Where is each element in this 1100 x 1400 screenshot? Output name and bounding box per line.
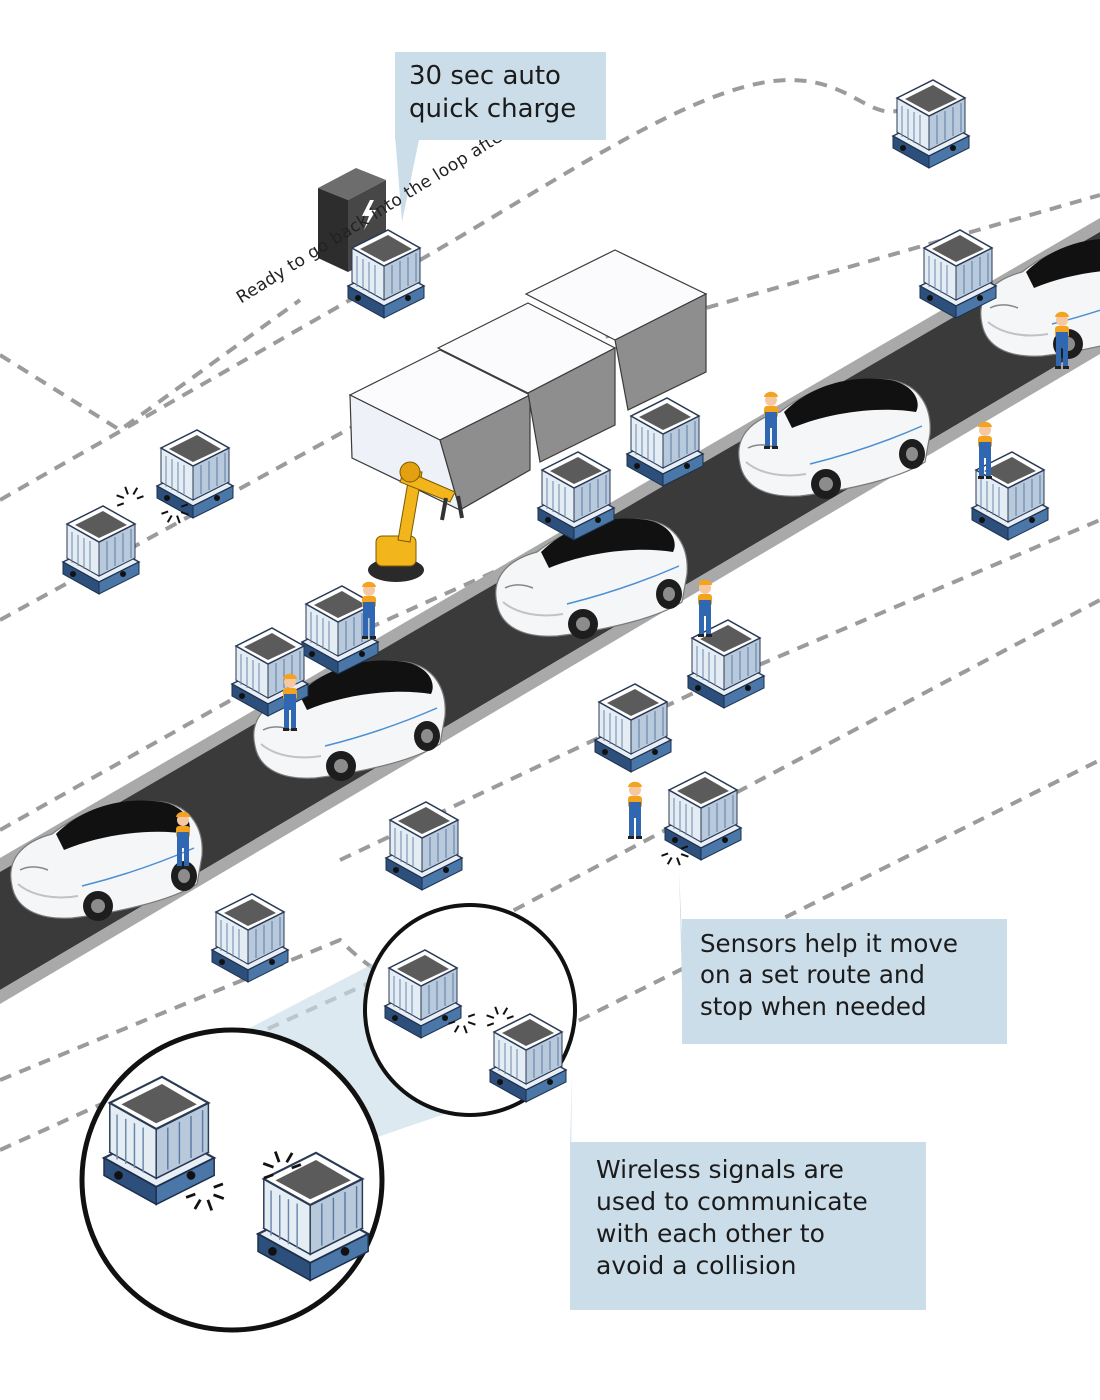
- magnifier-small: [363, 903, 577, 1117]
- callout-sensors: Sensors help it move on a set route and …: [682, 919, 1007, 1044]
- callout-text: avoid a collision: [596, 1251, 797, 1280]
- callout-text: used to communicate: [596, 1187, 868, 1216]
- callout-wireless: Wireless signals are used to communicate…: [570, 1142, 926, 1310]
- callout-text: quick charge: [409, 94, 577, 125]
- magnifier-large: [79, 1027, 385, 1333]
- robot-arm: [368, 461, 464, 582]
- callout-text: 30 sec auto: [409, 61, 561, 91]
- callout-text: stop when needed: [700, 991, 927, 1021]
- callout-text: Wireless signals are: [596, 1155, 844, 1184]
- callout-text: with each other to: [596, 1219, 825, 1248]
- lightning-bolt-icon: [362, 200, 376, 230]
- machine-stations: [348, 249, 708, 512]
- callout-quick-charge: 30 sec auto quick charge: [395, 52, 606, 140]
- callout-text: on a set route and: [700, 960, 925, 990]
- callout-text: Sensors help it move: [700, 929, 958, 958]
